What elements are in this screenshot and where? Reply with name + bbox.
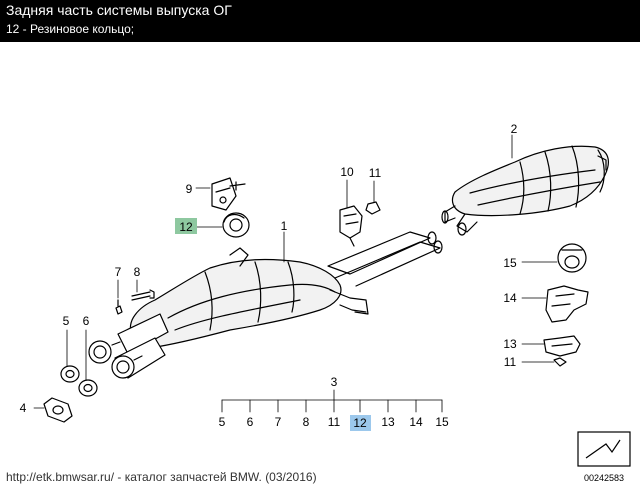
ring-5 xyxy=(60,365,80,383)
highlight-callout-12 xyxy=(175,218,197,234)
callout-11[interactable]: 11 xyxy=(369,166,382,180)
callout-14[interactable]: 14 xyxy=(503,291,517,305)
group3-item-12[interactable]: 12 xyxy=(353,416,367,430)
nut-11-top xyxy=(365,201,381,215)
bolt-8 xyxy=(131,289,155,301)
callout-13[interactable]: 13 xyxy=(503,337,517,351)
callout-10[interactable]: 10 xyxy=(340,165,354,179)
page-title: Задняя часть системы выпуска ОГ xyxy=(6,2,232,18)
group3-item-7[interactable]: 7 xyxy=(275,415,282,429)
callout-1[interactable]: 1 xyxy=(281,219,288,233)
callout-2[interactable]: 2 xyxy=(511,122,518,136)
rubber-ring-15 xyxy=(557,243,587,273)
selected-item-12 xyxy=(350,415,371,431)
callout-3[interactable]: 3 xyxy=(331,375,338,389)
bracket-13 xyxy=(543,335,581,357)
callout-4[interactable]: 4 xyxy=(20,401,27,415)
page-subtitle: 12 - Резиновое кольцо; xyxy=(6,22,135,36)
flange-4 xyxy=(43,397,73,423)
leader-lines xyxy=(33,134,558,413)
group3-item-13[interactable]: 13 xyxy=(381,415,395,429)
bracket-14 xyxy=(545,285,589,323)
group3-item-11[interactable]: 11 xyxy=(328,415,341,429)
rubber-ring-12 xyxy=(222,212,250,238)
exhaust-diagram: 12 9 1 2 10 11 7 8 5 6 4 15 14 13 11 3 5… xyxy=(0,42,640,492)
ring-6 xyxy=(78,379,98,397)
front-muffler xyxy=(88,231,443,379)
footer-text: http://etk.bmwsar.ru/ - каталог запчасте… xyxy=(6,470,317,484)
bracket-9 xyxy=(211,177,246,211)
group3-item-15[interactable]: 15 xyxy=(435,415,449,429)
badge-arrow-icon xyxy=(585,439,621,459)
callout-11-bottom[interactable]: 11 xyxy=(504,355,517,369)
group3-item-14[interactable]: 14 xyxy=(409,415,423,429)
group3-item-8[interactable]: 8 xyxy=(303,415,310,429)
header-bar: Задняя часть системы выпуска ОГ 12 - Рез… xyxy=(0,0,640,42)
rear-muffler xyxy=(441,145,609,236)
callout-6[interactable]: 6 xyxy=(83,314,90,328)
callout-8[interactable]: 8 xyxy=(134,265,141,279)
nut-11-bottom xyxy=(553,357,567,367)
callout-15[interactable]: 15 xyxy=(503,256,517,270)
callout-9[interactable]: 9 xyxy=(186,182,193,196)
callout-12[interactable]: 12 xyxy=(179,220,193,234)
image-number: 00242583 xyxy=(584,473,624,483)
callout-5[interactable]: 5 xyxy=(63,314,70,328)
image-badge: 00242583 xyxy=(577,431,631,483)
group3-item-6[interactable]: 6 xyxy=(247,415,254,429)
bolt-7 xyxy=(115,299,123,315)
group3-item-5[interactable]: 5 xyxy=(219,415,226,429)
bracket-10 xyxy=(339,205,363,247)
callout-7[interactable]: 7 xyxy=(115,265,122,279)
